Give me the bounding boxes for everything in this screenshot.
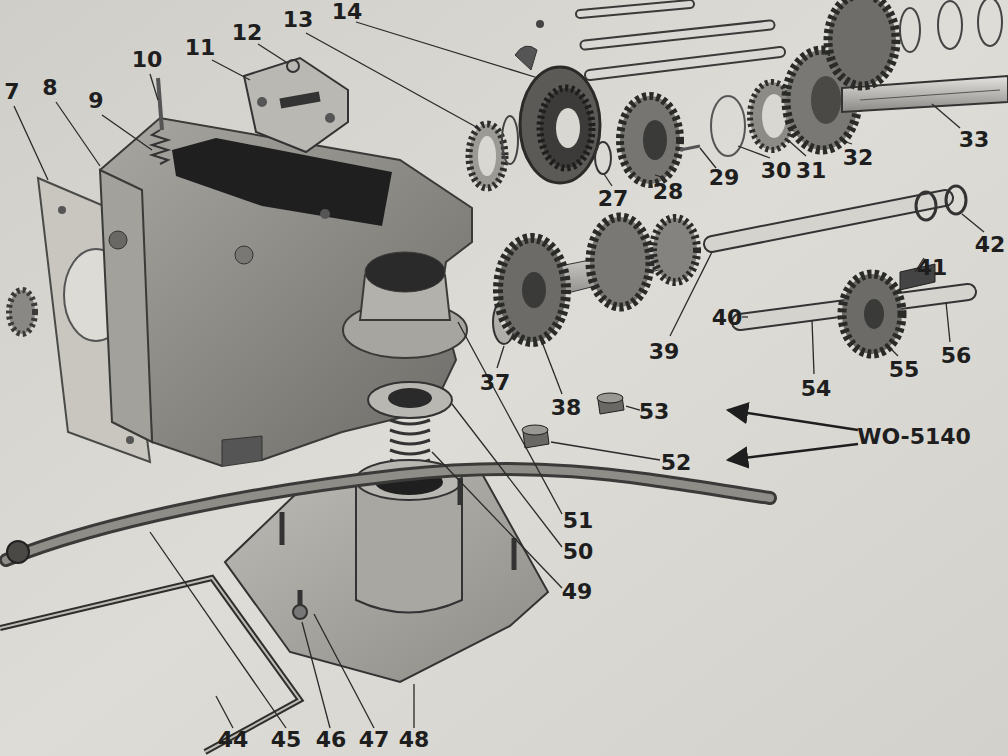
callout-number: 48 [399, 729, 430, 751]
callout-number: 56 [941, 345, 972, 367]
callout-number: 55 [889, 359, 920, 381]
callout-number: 53 [639, 401, 670, 423]
callout-number: 30 [761, 160, 792, 182]
callout-number: 49 [562, 581, 593, 603]
callout-number: 28 [653, 181, 684, 203]
callout-number: 42 [975, 234, 1006, 256]
callout-number: 54 [801, 378, 832, 400]
callout-number: 11 [185, 37, 216, 59]
callout-number: 38 [551, 397, 582, 419]
callout-number: 41 [917, 257, 948, 279]
callout-number: 12 [232, 22, 263, 44]
callout-number: 31 [796, 160, 827, 182]
callout-number: 27 [598, 188, 629, 210]
callout-number: 46 [316, 729, 347, 751]
callout-number: 29 [709, 167, 740, 189]
callout-number: 51 [563, 510, 594, 532]
callout-number: 32 [843, 147, 874, 169]
callout-number: 9 [88, 90, 103, 112]
callout-number: 52 [661, 452, 692, 474]
callout-number: 14 [332, 1, 363, 23]
work-order-note: WO-5140 [857, 426, 971, 448]
callout-number: 45 [271, 729, 302, 751]
callout-number: 7 [4, 81, 19, 103]
callout-number: 44 [218, 729, 249, 751]
callout-number: 40 [712, 307, 743, 329]
callout-number: 39 [649, 341, 680, 363]
callout-number: 50 [563, 541, 594, 563]
callout-number: 13 [283, 9, 314, 31]
callout-number: 8 [42, 77, 57, 99]
callout-number: 33 [959, 129, 990, 151]
callout-number: 37 [480, 372, 511, 394]
callout-number: 10 [132, 49, 163, 71]
callout-number: 47 [359, 729, 390, 751]
